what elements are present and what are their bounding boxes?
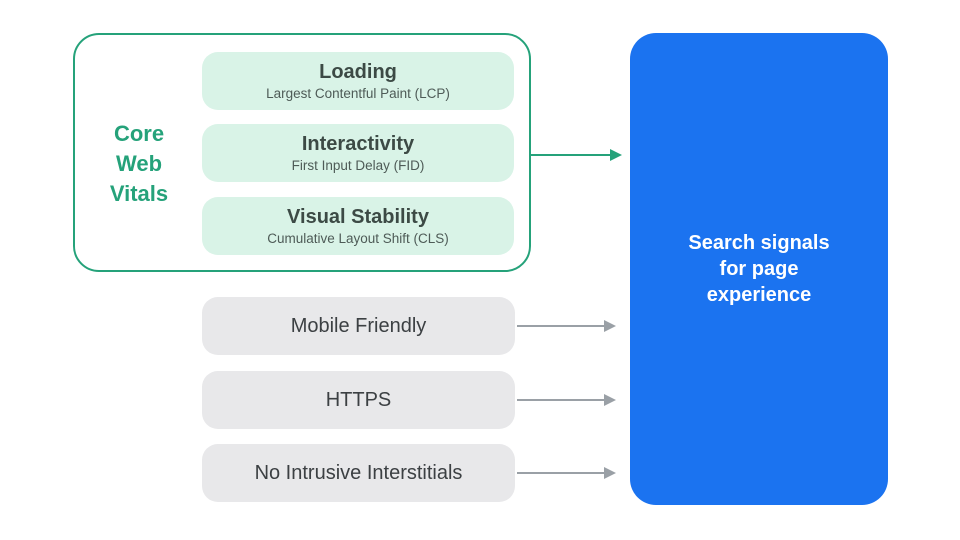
signal-card-no-intrusive-interstitials: No Intrusive Interstitials — [202, 444, 515, 502]
vital-card-subtitle: First Input Delay (FID) — [291, 158, 425, 173]
vital-card-subtitle: Largest Contentful Paint (LCP) — [266, 86, 450, 101]
search-signals-label-line: for page — [719, 258, 799, 280]
vital-card-interactivity: Interactivity First Input Delay (FID) — [202, 124, 514, 182]
signal-card-label: HTTPS — [325, 388, 392, 411]
core-web-vitals-label-line: Web — [115, 151, 163, 176]
vital-card-title: Loading — [319, 61, 397, 83]
core-web-vitals-label-line: Core — [113, 121, 165, 146]
signal-card-mobile-friendly: Mobile Friendly — [202, 297, 515, 355]
search-signals-label-line: experience — [706, 284, 812, 306]
signal-card-label: No Intrusive Interstitials — [254, 461, 463, 484]
interstitials-arrow — [517, 467, 616, 479]
search-signals-box: Search signals for page experience — [630, 33, 888, 505]
vital-card-title: Interactivity — [301, 133, 415, 155]
mobile-friendly-arrow — [517, 320, 616, 332]
core-web-vitals-label-line: Vitals — [109, 181, 169, 206]
vital-card-loading: Loading Largest Contentful Paint (LCP) — [202, 52, 514, 110]
vital-card-title: Visual Stability — [287, 206, 429, 228]
core-web-vitals-arrow — [531, 149, 622, 161]
signal-card-label: Mobile Friendly — [290, 314, 427, 337]
https-arrow — [517, 394, 616, 406]
vital-card-visual-stability: Visual Stability Cumulative Layout Shift… — [202, 197, 514, 255]
core-web-vitals-group: Core Web Vitals Loading Largest Contentf… — [73, 33, 531, 272]
signal-card-https: HTTPS — [202, 371, 515, 429]
core-web-vitals-label: Core Web Vitals — [75, 119, 203, 209]
vital-card-subtitle: Cumulative Layout Shift (CLS) — [267, 231, 449, 246]
search-signals-label-line: Search signals — [688, 232, 830, 254]
